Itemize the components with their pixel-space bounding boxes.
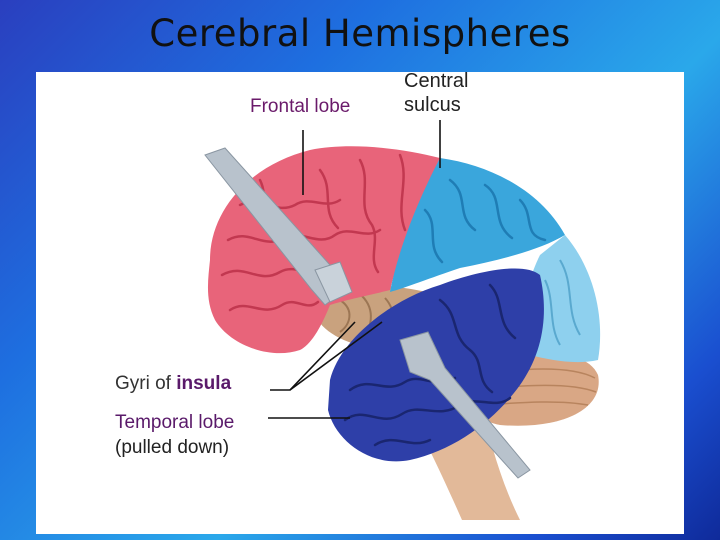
insula-leader-2 — [289, 321, 383, 391]
central-sulcus-line2: sulcus — [404, 94, 461, 116]
retractor-lower — [399, 331, 531, 479]
temporal-line1: Temporal lobe — [115, 412, 235, 433]
temporal-lobe-label: Temporal lobe (pulled down) — [115, 410, 234, 460]
central-sulcus-line1: Central — [404, 70, 469, 92]
temporal-line2: (pulled down) — [115, 437, 230, 458]
insula-word: insula — [176, 373, 232, 394]
slide-title: Cerebral Hemispheres — [149, 12, 571, 55]
gyri-of-insula-label: Gyri of insula — [115, 373, 231, 395]
central-sulcus-label: Central sulcus — [404, 69, 468, 117]
gyri-prefix: Gyri of — [115, 373, 171, 394]
parietal-lobe — [390, 158, 565, 292]
frontal-lobe-label: Frontal lobe — [250, 96, 351, 117]
occipital-lobe — [524, 235, 601, 363]
